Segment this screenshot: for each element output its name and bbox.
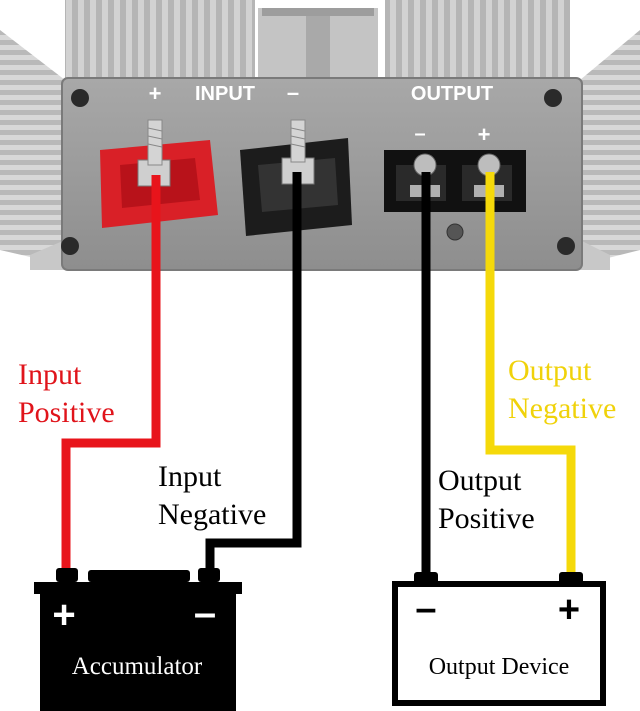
output-negative-label: Output Negative	[508, 352, 616, 428]
left-heatsink	[0, 30, 65, 265]
input-panel-label: INPUT	[195, 83, 255, 105]
output-negative-label-line2: Negative	[508, 392, 617, 425]
output-terminal-block	[384, 150, 526, 241]
screw-icon	[61, 237, 79, 255]
accumulator-title: Accumulator	[72, 653, 203, 680]
output-positive-label-line2: Positive	[438, 502, 535, 535]
accumulator-body	[40, 594, 236, 711]
input-positive-label-line2: Positive	[18, 396, 115, 429]
input-positive-label-line1: Input	[18, 358, 82, 391]
accumulator-minus-sign: –	[194, 591, 216, 635]
screw-icon	[544, 89, 562, 107]
output-panel-label: OUTPUT	[411, 83, 493, 105]
accumulator: + – Accumulator	[34, 568, 242, 711]
output-plus-mark: +	[478, 122, 491, 147]
input-positive-label: Input Positive	[18, 356, 115, 432]
screw-icon	[557, 237, 575, 255]
output-positive-label-line1: Output	[438, 464, 522, 497]
output-device-body	[392, 581, 606, 706]
output-device-title: Output Device	[429, 654, 570, 680]
input-negative-label: Input Negative	[158, 458, 266, 534]
input-negative-label-line2: Negative	[158, 498, 267, 531]
screw-icon	[71, 89, 89, 107]
output-device-plus-sign: +	[558, 589, 580, 631]
converter-unit: + INPUT – OUTPUT – +	[0, 0, 640, 271]
accumulator-plus-sign: +	[52, 593, 75, 637]
input-negative-label-line1: Input	[158, 460, 222, 493]
top-heatsink-right	[385, 0, 570, 78]
screw-icon	[446, 223, 464, 241]
output-minus-mark: –	[414, 123, 425, 145]
input-plus-mark: +	[149, 81, 162, 106]
output-device: – + Output Device	[392, 572, 606, 706]
output-positive-label: Output Positive	[438, 462, 535, 538]
top-heatsink-left	[65, 0, 255, 78]
output-negative-wire	[485, 172, 576, 578]
output-device-minus-sign: –	[415, 588, 436, 630]
right-heatsink	[580, 30, 640, 265]
accumulator-terminal-positive	[56, 568, 78, 582]
accumulator-terminal-negative	[198, 568, 220, 582]
output-negative-label-line1: Output	[508, 354, 592, 387]
input-negative-wire	[205, 172, 302, 572]
input-minus-mark: –	[287, 80, 299, 105]
input-positive-wire	[61, 175, 161, 572]
